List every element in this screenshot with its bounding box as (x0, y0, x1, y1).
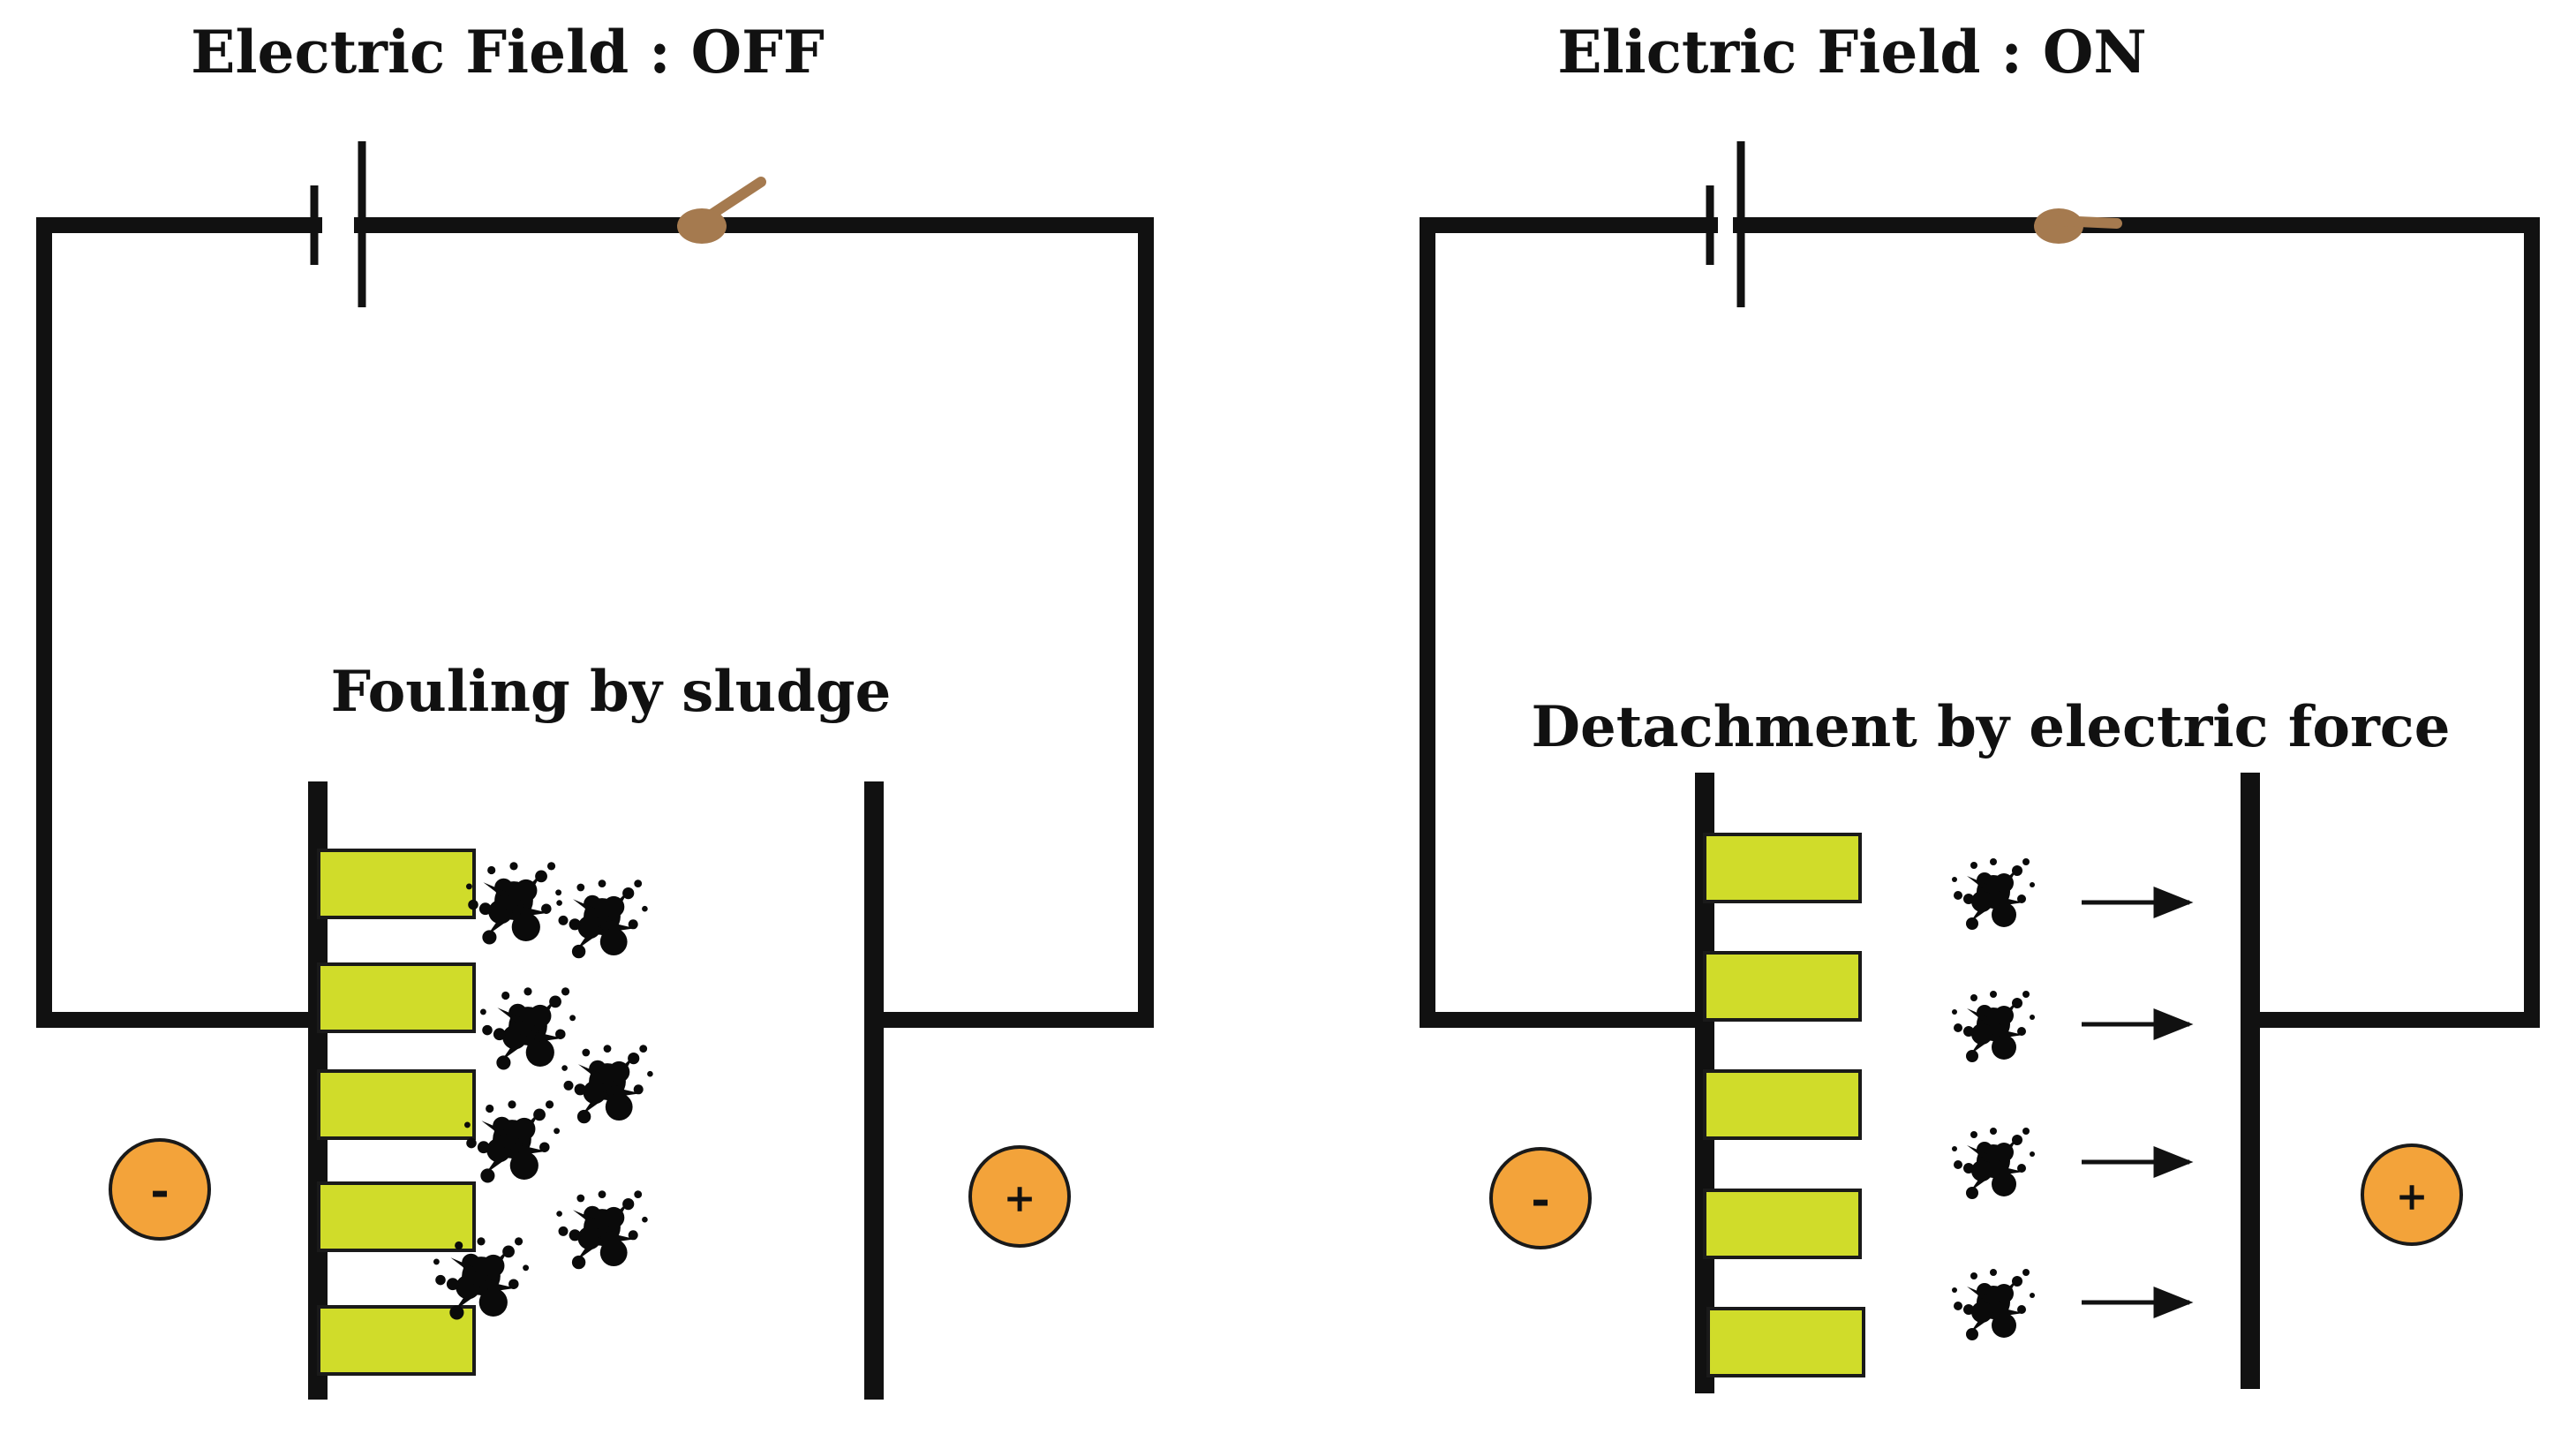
force-arrows (2082, 887, 2194, 1318)
circuit-wire-right (1420, 217, 2540, 1028)
sludge-particle (556, 879, 648, 959)
panel-off-title: Electric Field : OFF (191, 18, 825, 87)
sludge-particle (463, 1100, 561, 1183)
membrane-module (317, 849, 476, 919)
switch-open (677, 177, 766, 244)
sludge-detached (1952, 858, 2035, 1340)
svg-text:+: + (2396, 1174, 2429, 1219)
sludge-particle (1952, 991, 2035, 1062)
counter-electrode-left (864, 781, 884, 1400)
membrane-module (1703, 1069, 1862, 1140)
panel-on-caption: Detachment by electric force (1532, 694, 2451, 760)
sludge-particle (561, 1045, 653, 1124)
battery-right (1706, 141, 1745, 307)
membrane-module (1703, 833, 1862, 903)
panel-on-title: Elictric Field : ON (1557, 18, 2146, 87)
circuit-wire-left (36, 217, 1154, 1028)
panel-off-caption: Fouling by sludge (331, 659, 892, 725)
svg-text:-: - (150, 1164, 169, 1218)
negative-terminal-right: - (1489, 1147, 1592, 1249)
membrane-module (1706, 1307, 1865, 1377)
panel-field-on: Elictric Field : ON (1420, 18, 2540, 1393)
battery-left (310, 141, 366, 307)
positive-terminal-left: + (968, 1145, 1071, 1248)
counter-electrode-right (2241, 773, 2260, 1389)
negative-terminal-left: - (109, 1138, 211, 1241)
sludge-particle (556, 1190, 648, 1270)
sludge-particle (479, 987, 576, 1070)
sludge-particle (1952, 1269, 2035, 1340)
membrane-modules-right (1703, 833, 1865, 1377)
svg-text:-: - (1531, 1173, 1550, 1226)
svg-text:+: + (1004, 1176, 1036, 1221)
membrane-module (317, 1305, 476, 1376)
membrane-modules-left (317, 849, 476, 1376)
panel-field-off: Electric Field : OFF (36, 18, 1154, 1400)
membrane-module (317, 962, 476, 1033)
membrane-module (317, 1181, 476, 1252)
membrane-module (1703, 951, 1862, 1022)
membrane-module (317, 1069, 476, 1140)
membrane-module (1703, 1189, 1862, 1259)
switch-closed (2034, 208, 2122, 244)
sludge-particle (1952, 858, 2035, 930)
sludge-particle (1952, 1128, 2035, 1199)
positive-terminal-right: + (2361, 1143, 2463, 1246)
sludge-particle (465, 862, 562, 945)
